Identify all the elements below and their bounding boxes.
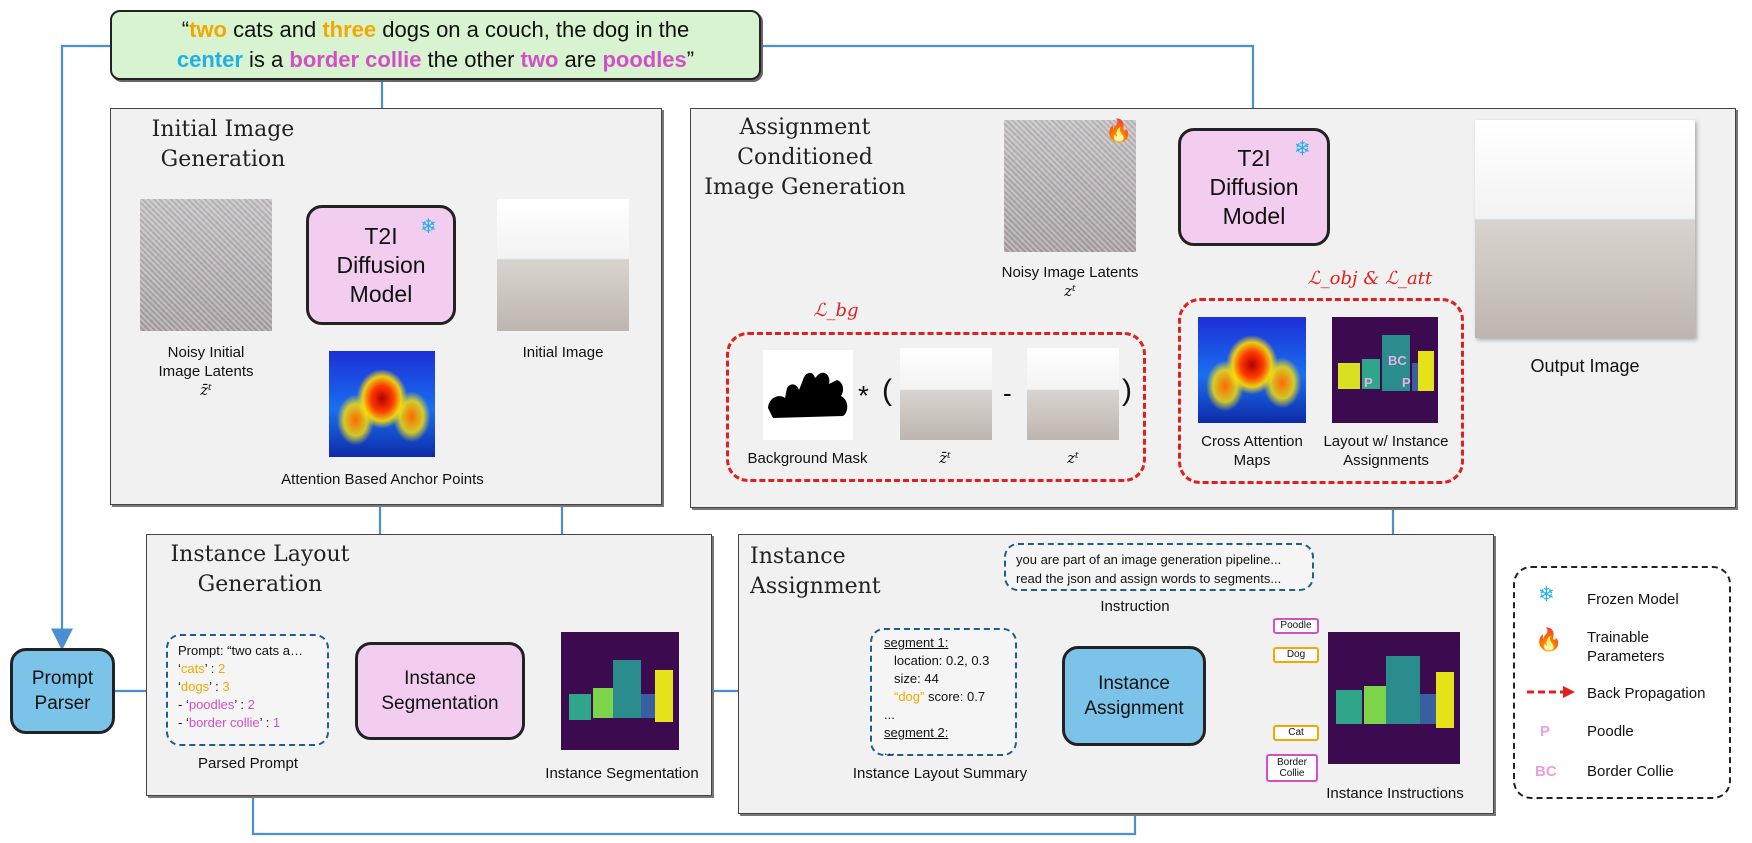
caption-noisy-latents: Noisy Image Latents [1001, 264, 1139, 281]
layout-assignments-shapes [1338, 335, 1434, 391]
parsed-prompt-box: Prompt: “two cats a… ‘cats’ : 2 ‘dogs’ :… [166, 634, 329, 746]
prompt-parser-box: Prompt Parser [10, 648, 115, 734]
instance-instructions-image [1328, 632, 1460, 764]
parsed-line-1: Prompt: “two cats a… [178, 643, 303, 658]
cross-attention-maps [1198, 317, 1306, 423]
summary-seg2: segment 2: [884, 725, 949, 740]
tag-dog: Dog [1273, 647, 1319, 663]
summary-location: location: 0.2, 0.3 [894, 653, 990, 668]
tag-poodle: Poodle [1273, 618, 1319, 634]
t2i-diffusion-model-assignment: T2I Diffusion Model [1178, 128, 1330, 246]
parsed-line-2: ‘cats’ : 2 [178, 661, 226, 676]
snowflake-icon: ❄ [420, 216, 437, 238]
formula-minus: - [1003, 378, 1012, 408]
caption-output-image: Output Image [1530, 356, 1640, 376]
caption-instance-instructions: Instance Instructions [1326, 785, 1464, 802]
fire-icon: 🔥 [1105, 118, 1133, 143]
legend-poodle-label: Poodle [1587, 723, 1634, 740]
formula-z-image [1027, 348, 1119, 440]
formula-star: * [858, 380, 869, 411]
formula-zbar-image [900, 348, 992, 440]
caption-parsed-prompt: Parsed Prompt [197, 755, 299, 772]
parsed-line-5: - ‘border collie’ : 1 [178, 715, 281, 730]
output-image [1475, 120, 1695, 338]
tag-border-collie: Border Collie [1266, 754, 1318, 782]
attention-anchor-heatmap [329, 351, 435, 457]
prompt-word-center: center [176, 47, 243, 72]
snowflake-icon-assignment: ❄ [1294, 138, 1311, 160]
layout-summary-box: segment 1: location: 0.2, 0.3 size: 44 “… [870, 628, 1017, 758]
caption-anchor-points: Attention Based Anchor Points [281, 471, 484, 488]
instance-instructions-shapes [1336, 656, 1454, 728]
noisy-initial-latents-image [140, 199, 272, 331]
legend-snowflake-icon: ❄ [1538, 584, 1555, 606]
legend-bc-letter: BC [1535, 763, 1557, 780]
caption-noisy-initial-var: z̄ᵗ [200, 381, 212, 399]
legend-frozen-label: Frozen Model [1587, 591, 1679, 608]
arrow-prompt-to-parser [51, 44, 110, 651]
background-mask-image [763, 350, 853, 440]
panel-title-initial: Initial Image Generation [151, 117, 295, 172]
caption-noisy-initial: Noisy Initial Image Latents [158, 344, 254, 380]
formula-rparen: ) [1122, 374, 1132, 407]
noisy-image-latents [1004, 120, 1136, 252]
caption-instruction: Instruction [1100, 598, 1170, 615]
instance-seg-shapes [569, 660, 673, 722]
caption-cross-attn: Cross Attention Maps [1201, 433, 1303, 469]
legend-fire-icon: 🔥 [1535, 627, 1563, 652]
summary-seg1: segment 1: [884, 635, 949, 650]
seg-letter-p2: P [1402, 375, 1411, 390]
summary-dots-2: ... [884, 743, 895, 758]
instance-segmentation-image [561, 632, 679, 750]
summary-dog-score: “dog” score: 0.7 [894, 689, 986, 704]
legend-box [1513, 566, 1731, 799]
caption-layout-assign: Layout w/ Instance Assignments [1323, 433, 1449, 469]
instance-segmentation-box: Instance Segmentation [355, 642, 525, 740]
caption-layout-summary: Instance Layout Summary [852, 765, 1028, 782]
caption-noisy-latents-var: zᵗ [1064, 282, 1076, 300]
formula-lparen: ( [882, 374, 892, 407]
tag-cat: Cat [1273, 725, 1319, 741]
legend-p-letter: P [1540, 723, 1551, 740]
caption-z: zᵗ [1067, 449, 1079, 467]
parsed-line-3: ‘dogs’ : 3 [178, 679, 230, 694]
parsed-line-4: - ‘poodles’ : 2 [178, 697, 255, 712]
background-mask-shape [768, 372, 848, 418]
instruction-box: you are part of an image generation pipe… [1004, 543, 1314, 591]
panel-title-layout: Instance Layout Generation [170, 542, 350, 597]
legend-backprop-arrow [1527, 686, 1575, 698]
loss-obj-att-label: ℒ_obj & ℒ_att [1307, 268, 1433, 289]
summary-size: size: 44 [894, 671, 939, 686]
prompt-word-border-collie: border collie [289, 47, 422, 72]
instance-assignment-box: Instance Assignment [1062, 646, 1206, 746]
caption-zbar: z̄ᵗ [939, 449, 951, 467]
caption-instance-segmentation: Instance Segmentation [545, 765, 699, 782]
caption-initial-image: Initial Image [522, 344, 604, 361]
loss-bg-label: ℒ_bg [813, 300, 859, 321]
prompt-word-three: three [322, 17, 377, 42]
t2i-diffusion-model-initial: T2I Diffusion Model [306, 205, 456, 325]
prompt-word-two-b: two [520, 47, 559, 72]
input-prompt-box: “two cats and three dogs on a couch, the… [110, 10, 761, 80]
seg-letter-bc: BC [1388, 353, 1407, 368]
caption-background-mask: Background Mask [747, 450, 868, 467]
panel-title-assignment-conditioned: Assignment Conditioned Image Generation [704, 115, 906, 200]
legend-trainable-label: Trainable Parameters [1587, 629, 1665, 665]
prompt-word-poodles: poodles [602, 47, 687, 72]
legend-backprop-label: Back Propagation [1587, 685, 1706, 702]
legend-border-collie-label: Border Collie [1587, 763, 1674, 780]
panel-title-instance-assignment: Instance Assignment [750, 544, 881, 599]
initial-image [497, 199, 629, 331]
layout-with-assignments-image: BC P P [1332, 317, 1438, 423]
prompt-line-2: center is a border collie the other two … [176, 47, 695, 72]
prompt-word-two: two [189, 17, 227, 42]
prompt-line-1: “two cats and three dogs on a couch, the… [181, 17, 690, 42]
loss-obj-att-region [1178, 298, 1464, 484]
loss-bg-region [726, 332, 1146, 482]
arrow-prompt-to-t2i-right [761, 44, 1264, 133]
summary-dots-1: ... [884, 707, 895, 722]
seg-letter-p1: P [1364, 375, 1373, 390]
